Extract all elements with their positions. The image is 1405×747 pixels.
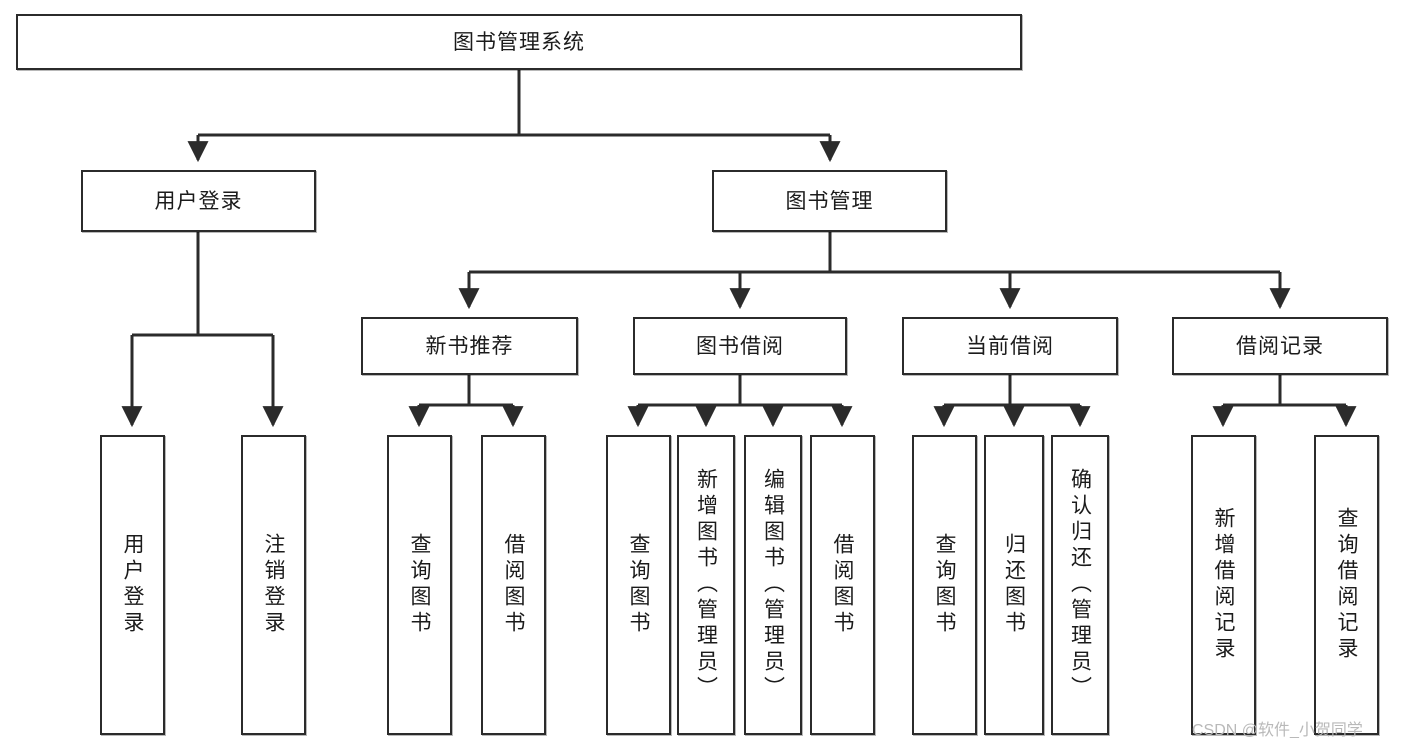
- node-book-manage-label: 图书管理: [785, 189, 874, 213]
- node-leaf-logout[interactable]: 注销登录: [241, 435, 306, 735]
- node-leaf-logout-label: 注销登录: [262, 533, 285, 637]
- node-leaf-query-book-rec-label: 查询图书: [408, 533, 431, 637]
- node-leaf-query-book-bb-label: 查询图书: [627, 533, 650, 637]
- node-leaf-add-record-label: 新增借阅记录: [1212, 507, 1235, 663]
- node-user-login-label: 用户登录: [154, 189, 243, 213]
- node-leaf-edit-book-label: 编辑图书（管理员）: [761, 468, 785, 702]
- node-borrow-record[interactable]: 借阅记录: [1172, 317, 1388, 375]
- node-leaf-user-login[interactable]: 用户登录: [100, 435, 165, 735]
- node-leaf-add-book[interactable]: 新增图书（管理员）: [677, 435, 735, 735]
- node-leaf-return-book-label: 归还图书: [1002, 533, 1026, 637]
- node-leaf-borrow-book-bb-label: 借阅图书: [831, 533, 854, 637]
- node-leaf-borrow-book-rec-label: 借阅图书: [502, 533, 525, 637]
- node-leaf-query-book-bb[interactable]: 查询图书: [606, 435, 671, 735]
- node-leaf-borrow-book-rec[interactable]: 借阅图书: [481, 435, 546, 735]
- node-leaf-add-record[interactable]: 新增借阅记录: [1191, 435, 1256, 735]
- node-leaf-query-book-cb[interactable]: 查询图书: [912, 435, 977, 735]
- node-leaf-query-book-cb-label: 查询图书: [933, 533, 956, 637]
- node-book-borrow-label: 图书借阅: [696, 334, 784, 358]
- node-root[interactable]: 图书管理系统: [16, 14, 1022, 70]
- watermark-text: CSDN @软件_小贺同学: [1192, 722, 1363, 739]
- node-new-book-rec[interactable]: 新书推荐: [361, 317, 578, 375]
- node-leaf-query-record-label: 查询借阅记录: [1335, 507, 1358, 663]
- node-book-manage[interactable]: 图书管理: [712, 170, 947, 232]
- node-new-book-rec-label: 新书推荐: [425, 334, 514, 358]
- node-current-borrow[interactable]: 当前借阅: [902, 317, 1118, 375]
- node-leaf-confirm-return[interactable]: 确认归还（管理员）: [1051, 435, 1109, 735]
- node-leaf-add-book-label: 新增图书（管理员）: [694, 468, 718, 702]
- node-leaf-confirm-return-label: 确认归还（管理员）: [1068, 468, 1092, 702]
- node-leaf-return-book[interactable]: 归还图书: [984, 435, 1044, 735]
- node-root-label: 图书管理系统: [453, 30, 585, 54]
- node-leaf-user-login-label: 用户登录: [121, 533, 144, 637]
- node-leaf-borrow-book-bb[interactable]: 借阅图书: [810, 435, 875, 735]
- node-book-borrow[interactable]: 图书借阅: [633, 317, 847, 375]
- node-borrow-record-label: 借阅记录: [1236, 334, 1324, 358]
- node-leaf-edit-book[interactable]: 编辑图书（管理员）: [744, 435, 802, 735]
- node-leaf-query-book-rec[interactable]: 查询图书: [387, 435, 452, 735]
- node-user-login[interactable]: 用户登录: [81, 170, 316, 232]
- node-leaf-query-record[interactable]: 查询借阅记录: [1314, 435, 1379, 735]
- node-current-borrow-label: 当前借阅: [966, 334, 1054, 358]
